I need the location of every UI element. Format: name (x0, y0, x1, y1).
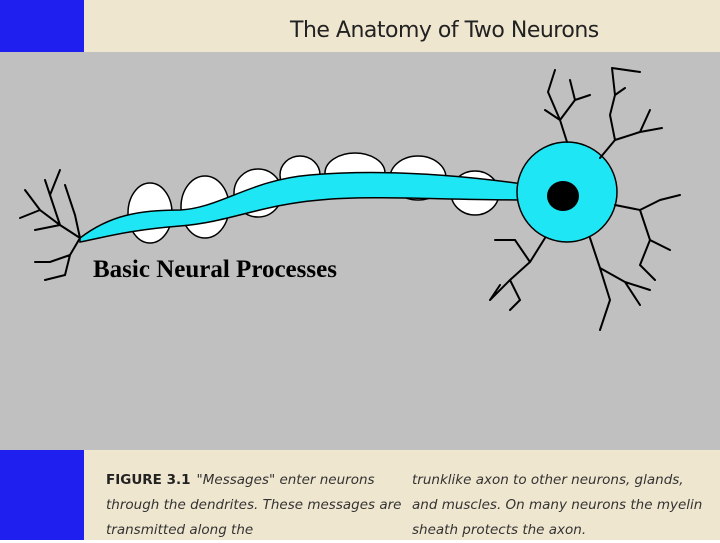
caption-right-text: trunklike axon to other neurons, glands,… (412, 472, 703, 538)
figure-caption: FIGURE 3.1"Messages" enter neurons throu… (84, 450, 720, 540)
blue-accent-top (0, 0, 84, 56)
slide-panel (0, 52, 720, 450)
dendrites (19, 67, 681, 331)
nucleus (547, 181, 579, 211)
figure-title: The Anatomy of Two Neurons (290, 18, 599, 43)
slide-title: Basic Neural Processes (93, 256, 337, 283)
blue-accent-bottom (0, 450, 84, 540)
neuron-illustration (19, 67, 681, 331)
scanned-page-header (84, 0, 720, 56)
caption-right-column: trunklike axon to other neurons, glands,… (412, 468, 712, 543)
figure-label: FIGURE 3.1 (106, 472, 191, 488)
caption-left-text: "Messages" enter neurons through the den… (106, 472, 402, 538)
caption-left-column: FIGURE 3.1"Messages" enter neurons throu… (106, 468, 406, 543)
